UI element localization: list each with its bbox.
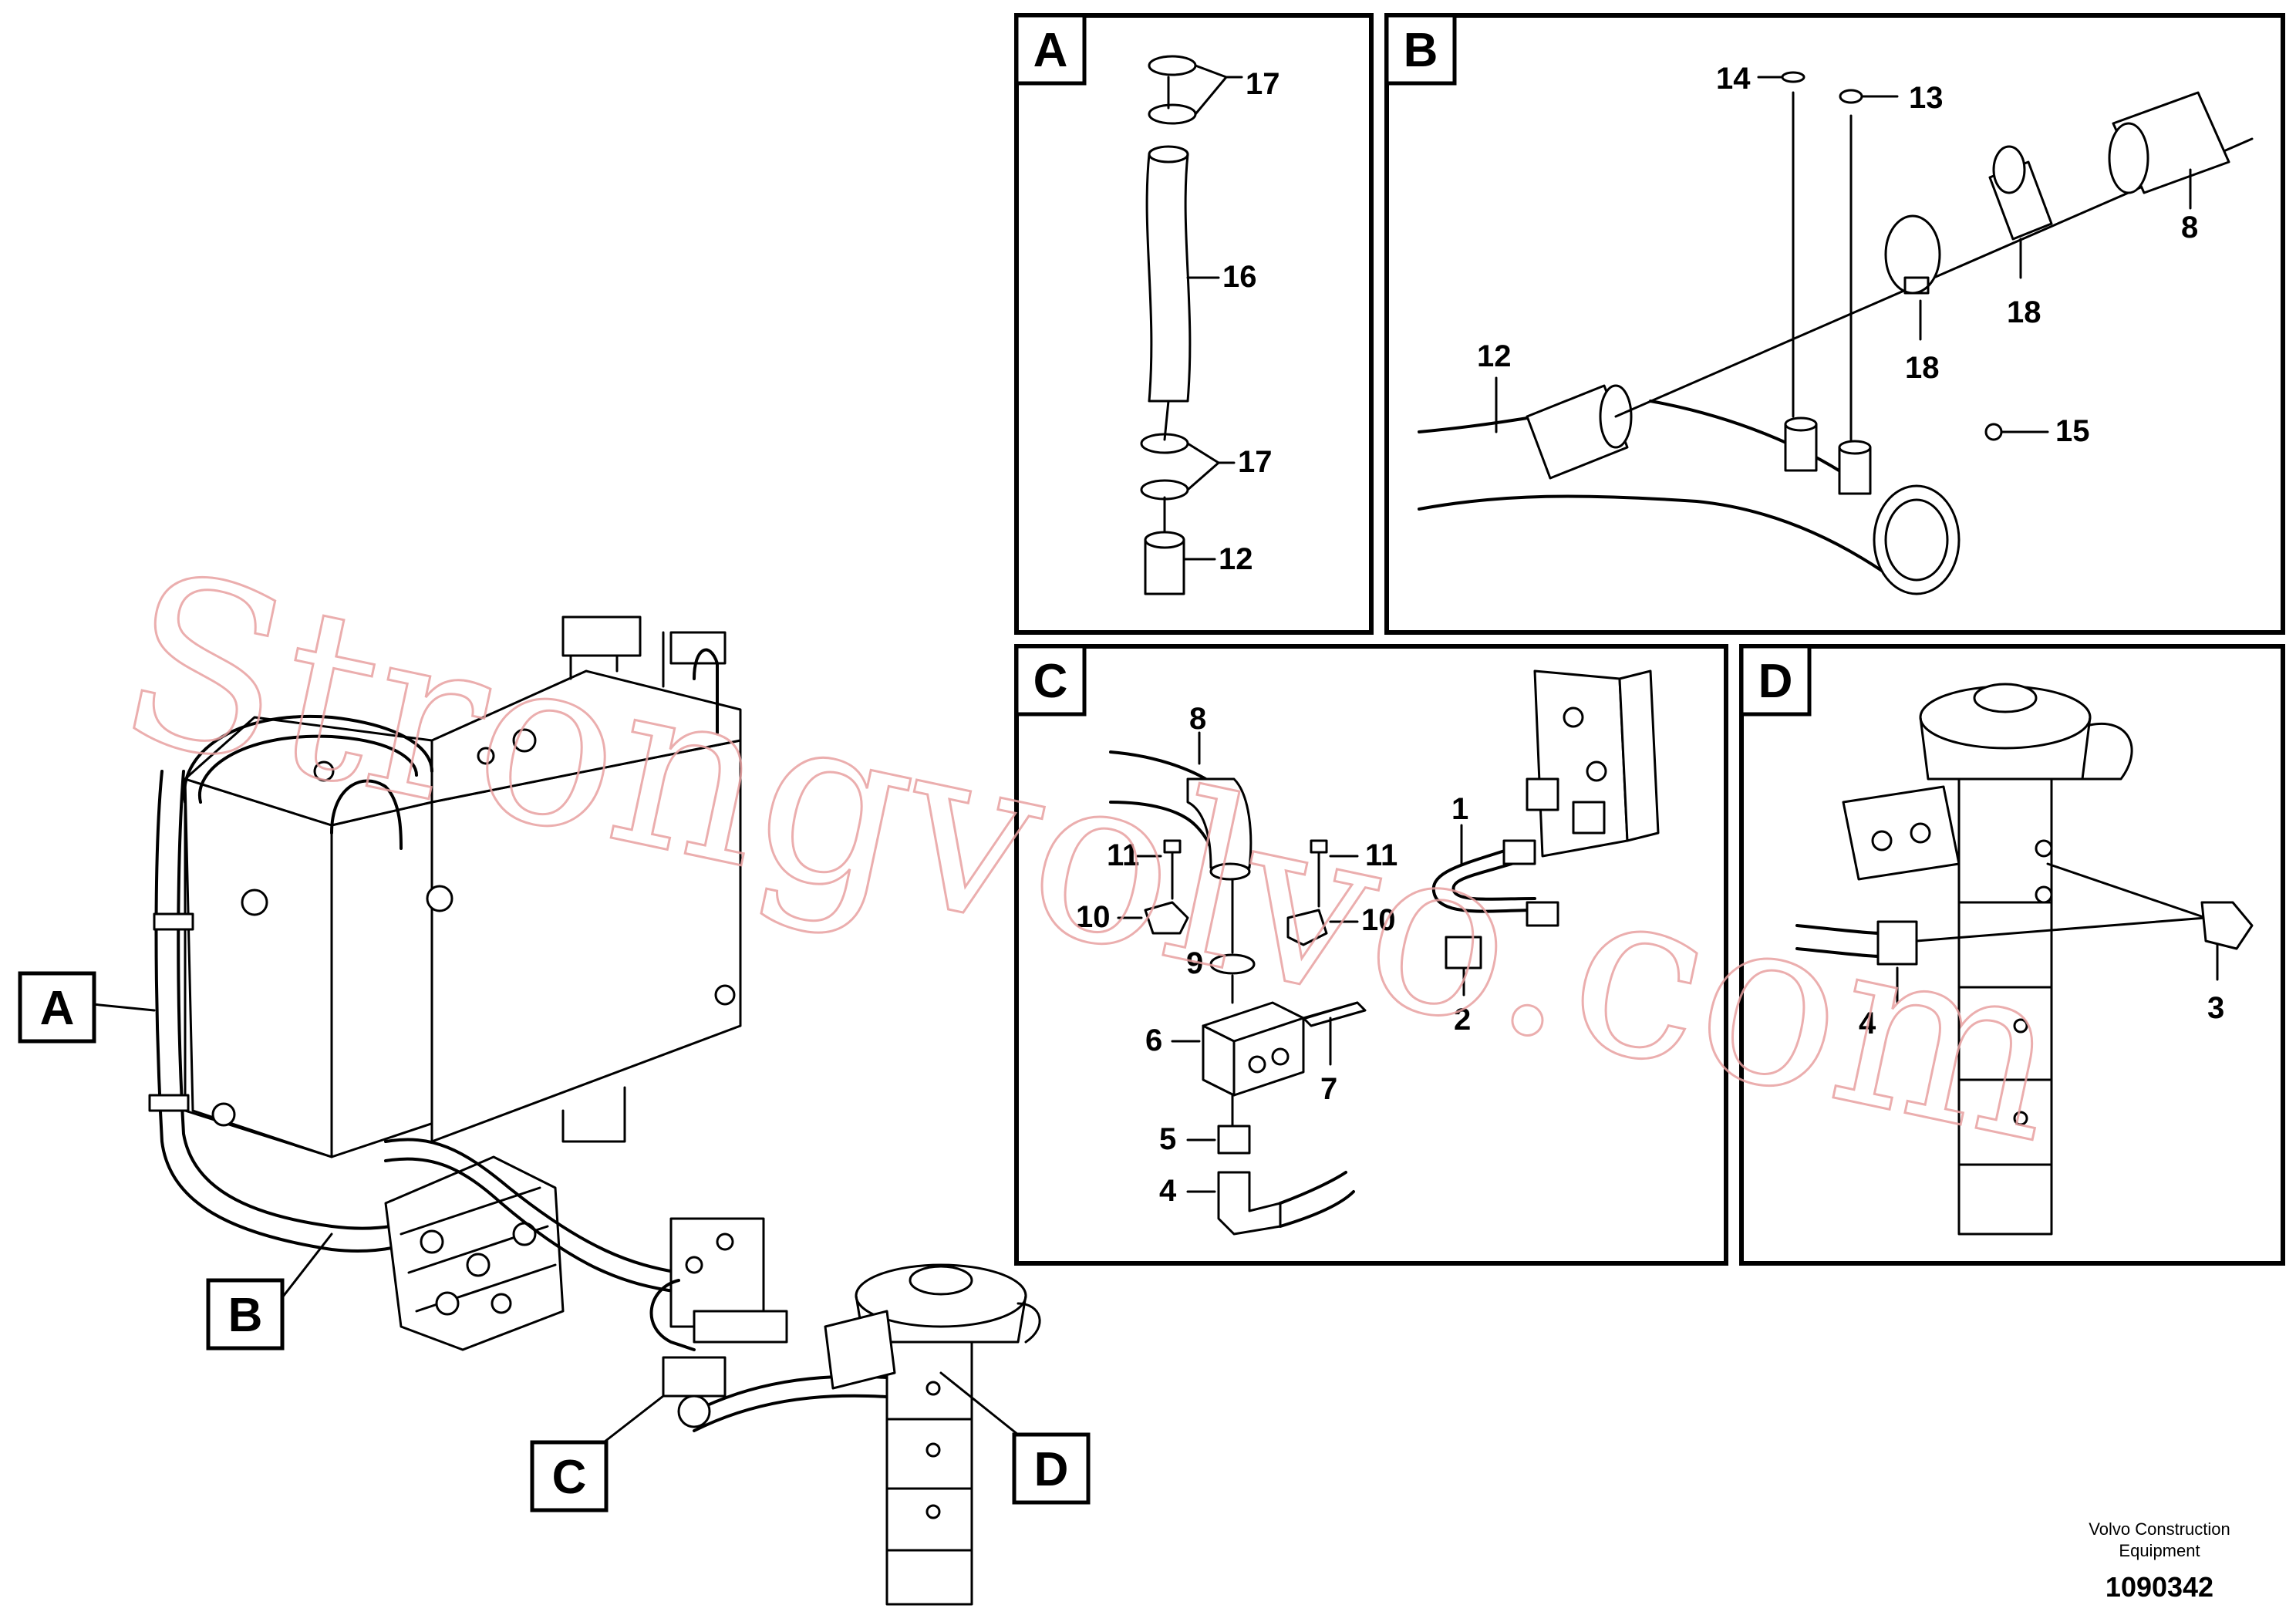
overview-tag-A-label: A <box>40 982 75 1035</box>
callout-B-14: 14 <box>1716 62 1751 96</box>
callout-A-17a: 17 <box>1246 67 1280 101</box>
panel-A-label: A <box>1033 24 1068 77</box>
overview-assembly <box>91 615 1041 1606</box>
callout-C-2: 2 <box>1454 1003 1471 1037</box>
callout-C-6: 6 <box>1145 1023 1162 1057</box>
callout-C-7: 7 <box>1320 1072 1337 1106</box>
callout-B-8: 8 <box>2181 211 2198 244</box>
panel-A: A 17 16 17 12 <box>1014 13 1374 635</box>
callout-A-17b: 17 <box>1238 445 1273 479</box>
overview-tag-B-label: B <box>228 1289 263 1342</box>
panel-B: B 14 13 <box>1384 13 2285 635</box>
callout-A-12: 12 <box>1219 542 1253 576</box>
leader-A <box>91 1003 156 1012</box>
panel-B-label: B <box>1404 24 1438 77</box>
pump-valve-block <box>384 1138 680 1351</box>
hydraulic-tank <box>183 615 742 1158</box>
company-name-line1: Volvo Construction <box>2089 1519 2230 1539</box>
overview-tag-B[interactable]: B <box>206 1278 285 1351</box>
callout-C-4: 4 <box>1159 1174 1177 1208</box>
callout-C-8: 8 <box>1189 702 1206 736</box>
callout-C-9: 9 <box>1186 946 1203 980</box>
callout-B-13: 13 <box>1909 81 1944 115</box>
callout-B-12: 12 <box>1477 339 1512 373</box>
drawing-number: 1090342 <box>2106 1571 2213 1603</box>
overview-tag-D[interactable]: D <box>1012 1432 1091 1505</box>
callout-D-3: 3 <box>2207 991 2224 1025</box>
callout-D-4: 4 <box>1859 1007 1876 1040</box>
title-block: Volvo Construction Equipment 1090342 <box>2089 1519 2230 1603</box>
callout-B-15: 15 <box>2055 414 2090 448</box>
panel-D: D 4 3 <box>1739 644 2285 1266</box>
callout-B-18b: 18 <box>1905 351 1940 385</box>
rotary-joint-overview <box>824 1263 1041 1606</box>
callout-C-1: 1 <box>1451 792 1468 826</box>
overview-tag-C-label: C <box>552 1451 587 1504</box>
leader-D <box>939 1371 1020 1436</box>
panel-C: C <box>1014 644 1728 1266</box>
callout-A-16: 16 <box>1222 260 1257 294</box>
callout-B-18a: 18 <box>2007 295 2041 329</box>
panel-D-label: D <box>1758 655 1793 708</box>
leader-B <box>276 1233 333 1305</box>
overview-tag-A[interactable]: A <box>18 971 96 1044</box>
company-name-line2: Equipment <box>2119 1541 2200 1560</box>
callout-C-5: 5 <box>1159 1122 1176 1156</box>
panel-C-label: C <box>1033 655 1068 708</box>
callout-C-10a: 10 <box>1076 900 1111 934</box>
overview-tag-C[interactable]: C <box>530 1440 609 1512</box>
callout-C-11b: 11 <box>1365 838 1397 872</box>
callout-C-10b: 10 <box>1361 903 1396 937</box>
overview-tag-D-label: D <box>1034 1443 1069 1496</box>
callout-C-11a: 11 <box>1107 838 1139 872</box>
